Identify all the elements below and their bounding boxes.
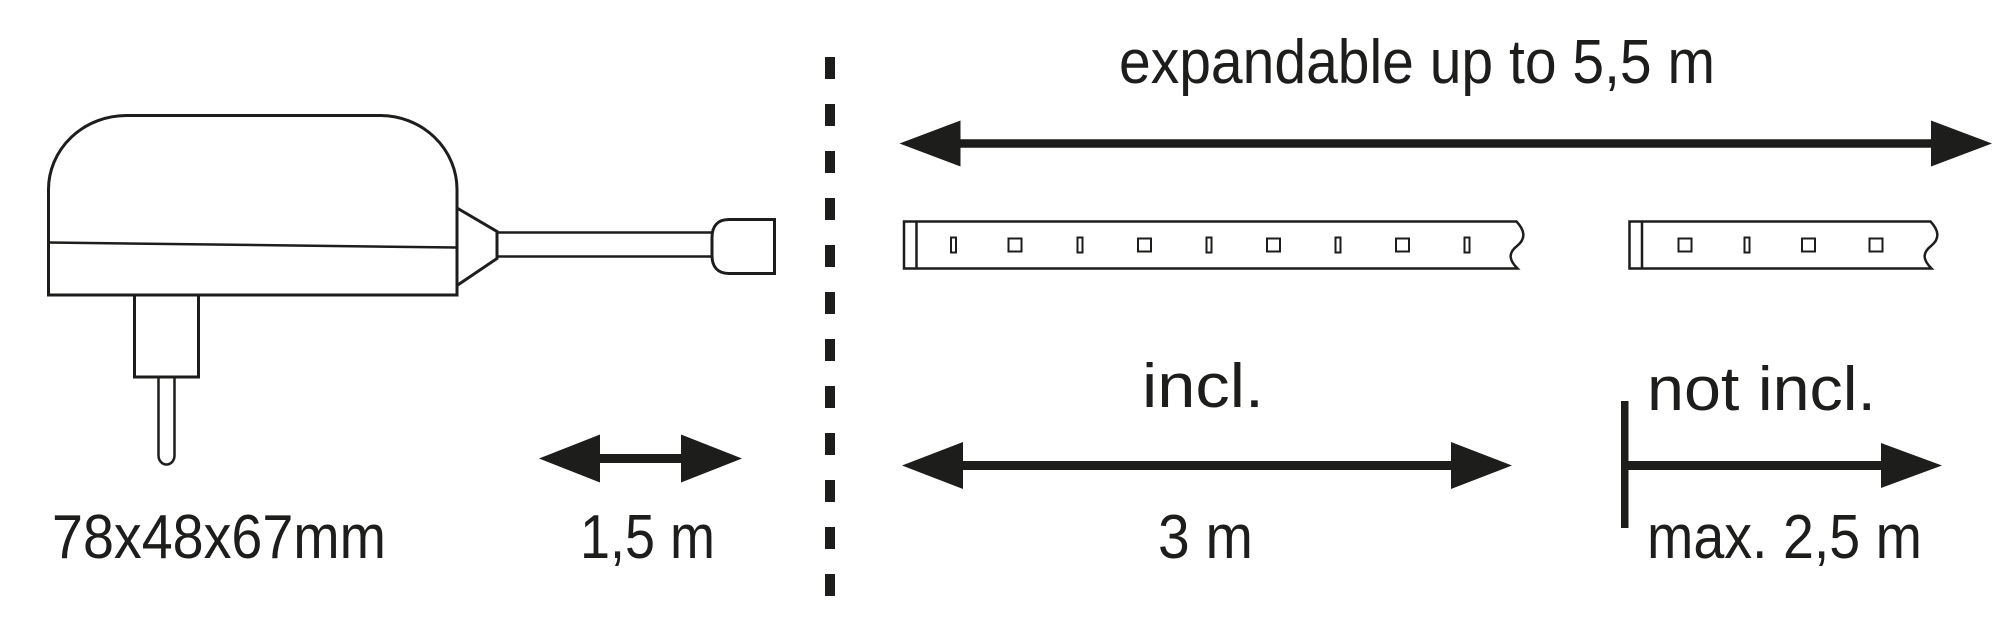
svg-text:3 m: 3 m [1158,503,1253,572]
svg-text:1,5 m: 1,5 m [580,503,715,572]
svg-text:incl.: incl. [1142,352,1264,421]
svg-text:not incl.: not incl. [1647,355,1876,424]
svg-text:max. 2,5 m: max. 2,5 m [1647,503,1922,572]
svg-text:78x48x67mm: 78x48x67mm [52,503,386,572]
svg-text:expandable up to 5,5 m: expandable up to 5,5 m [1119,28,1715,97]
